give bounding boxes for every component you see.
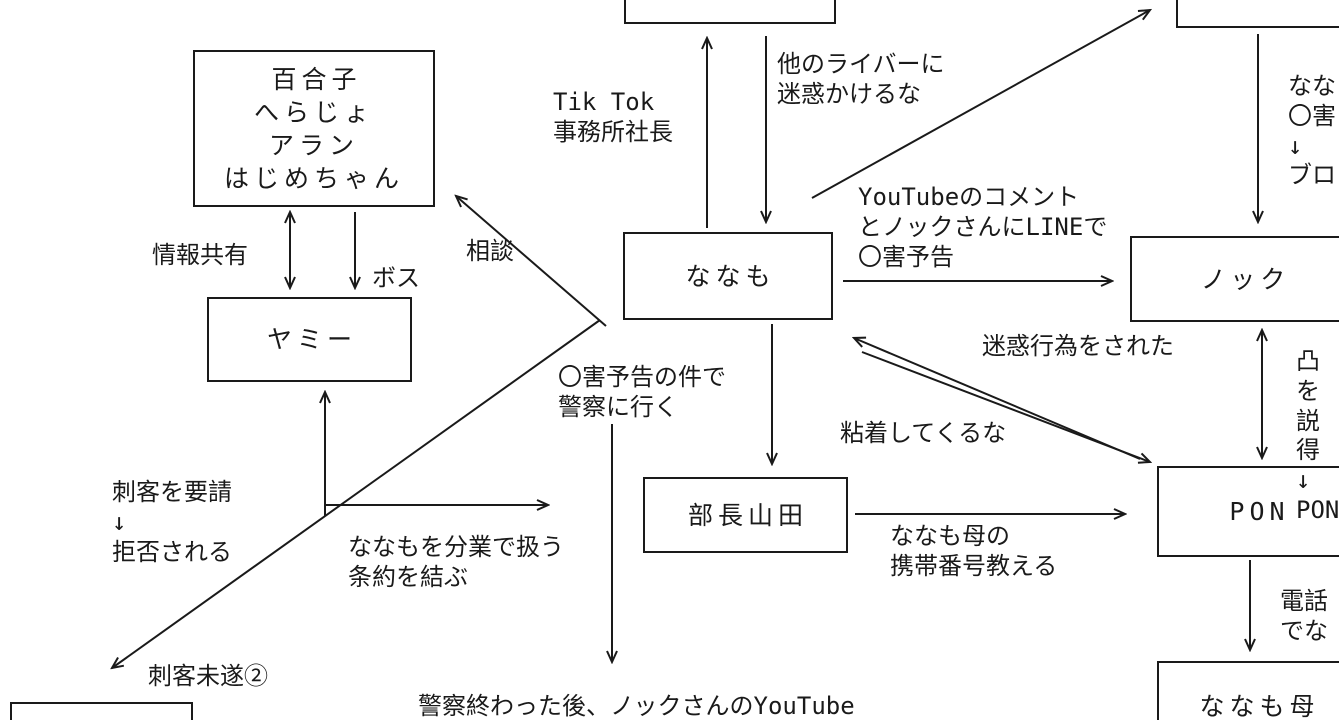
label-phone-number: ななも母の 携帯番号教える [890, 522, 1058, 580]
label-tiktok-agency: Tik Tok 事務所社長 [553, 88, 673, 146]
label-nuisance-done: 迷惑行為をされた [982, 332, 1174, 360]
node-top-right-box [1176, 0, 1339, 28]
label-assassin-request: 刺客を要請 ↓ 拒否される [112, 478, 232, 566]
arrow-pon-to-nanamo-nuisance [854, 338, 1141, 460]
node-bottom-left-box [10, 702, 193, 720]
node-nanamo-mother: ななも母 [1157, 661, 1339, 720]
node-pon: PON [1157, 466, 1339, 557]
node-knock-label: ノック [1200, 264, 1291, 294]
label-consult: 相談 [466, 237, 514, 265]
arrow-consult-nanamo-to-yuriko [456, 196, 607, 327]
node-yuriko-group: 百合子 へらじょ アラン はじめちゃん [193, 50, 435, 207]
node-nanamo-label: ななも [685, 261, 776, 291]
label-other-livers: 他のライバーに 迷惑かけるな [777, 50, 945, 108]
label-totsu-note: 凸を 説得 ↓ PON [1296, 347, 1339, 524]
label-youtube-comment: YouTubeのコメント とノックさんにLINEで 〇害予告 [858, 183, 1108, 271]
node-pon-label: PON [1229, 497, 1290, 526]
label-assassin-attempt-2: 刺客未遂② [148, 662, 268, 690]
label-treaty: ななもを分業で扱う 条約を結ぶ [348, 533, 564, 591]
node-nanamo-mother-label: ななも母 [1199, 691, 1320, 720]
node-yuriko-group-label: 百合子 へらじょ アラン はじめちゃん [223, 64, 404, 193]
node-yamada: 部長山田 [643, 477, 848, 553]
node-nanamo: ななも [623, 232, 833, 320]
label-info-share: 情報共有 [152, 241, 248, 269]
label-top-right-note: なな 〇害 ↓ ブロ [1288, 72, 1336, 190]
arrow-nanamo-to-bottom-left-box [112, 319, 601, 668]
node-yummy: ヤミー [207, 297, 412, 382]
node-knock: ノック [1130, 236, 1339, 322]
label-police-report: 〇害予告の件で 警察に行く [558, 363, 726, 421]
label-boss: ボス [372, 264, 420, 292]
label-phone-call: 電話 でな [1280, 587, 1328, 645]
label-nenchaku: 粘着してくるな [840, 419, 1007, 447]
label-after-police: 警察終わった後、ノックさんのYouTube [418, 692, 855, 720]
node-yummy-label: ヤミー [266, 325, 357, 354]
node-top-box [624, 0, 836, 24]
node-yamada-label: 部長山田 [687, 500, 808, 530]
arrow-nanamo-to-pon-nenchaku [861, 351, 1150, 462]
arrow-nanamo-to-top-right-box [811, 10, 1150, 199]
